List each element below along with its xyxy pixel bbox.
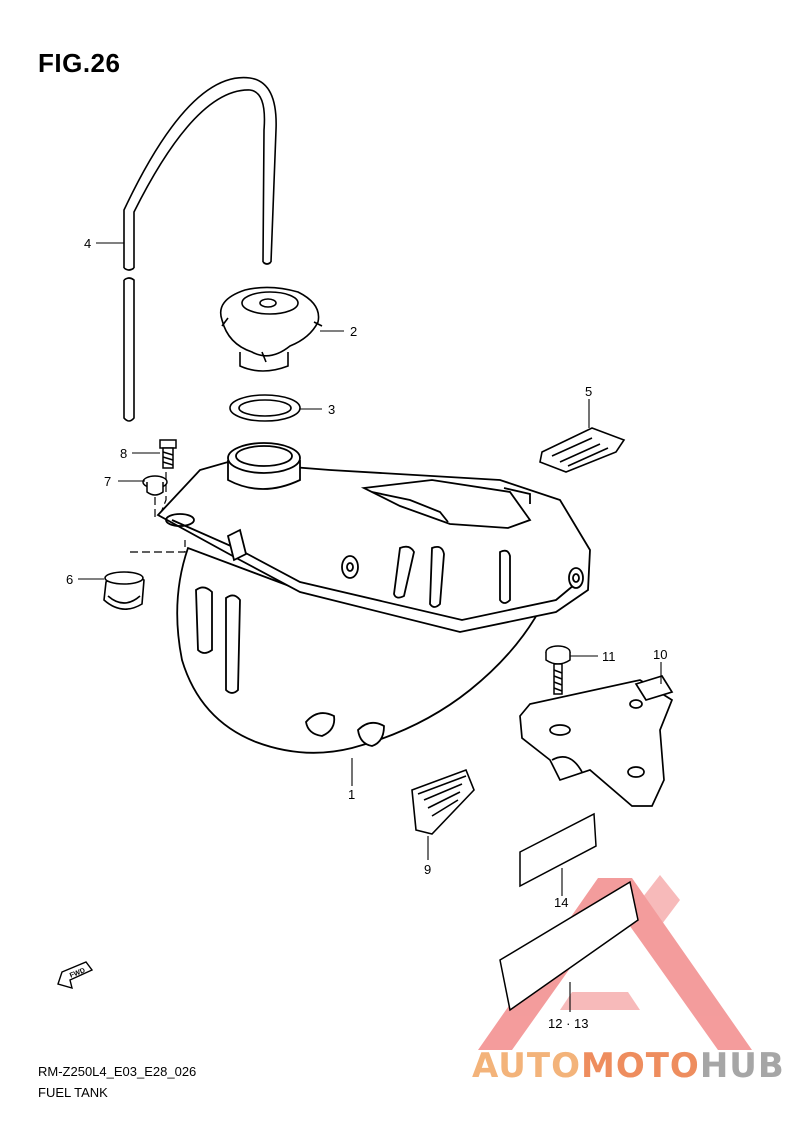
caution-label <box>519 812 597 888</box>
breather-hose <box>123 76 277 422</box>
callout-2: 2 <box>350 324 357 339</box>
callout-7: 7 <box>104 474 111 489</box>
fuel-cap <box>220 286 323 372</box>
model-code: RM-Z250L4_E03_E28_026 <box>38 1064 197 1079</box>
cushion-rubber <box>103 571 145 610</box>
rubber-cushion <box>411 768 475 835</box>
callout-11: 11 <box>602 649 616 664</box>
callout-10: 10 <box>653 647 667 662</box>
watermark-part2: MOTO <box>580 1046 700 1086</box>
callout-3: 3 <box>328 402 335 417</box>
callout-1: 1 <box>348 787 355 802</box>
section-name: FUEL TANK <box>38 1085 108 1100</box>
tank-bracket <box>519 674 674 807</box>
bracket-bolt <box>545 645 571 695</box>
callout-leaders <box>78 242 662 1012</box>
forward-arrow-icon: FWD <box>57 961 94 990</box>
o-ring-gasket <box>229 394 301 422</box>
watermark-logo: AUTOMOTOHUB <box>472 1046 785 1086</box>
callout-8: 8 <box>120 446 127 461</box>
callout-14: 14 <box>554 895 568 910</box>
callout-6: 6 <box>66 572 73 587</box>
callout-4: 4 <box>84 236 91 251</box>
fuel-tank <box>156 442 591 754</box>
watermark-triangle-icon <box>478 875 752 1050</box>
callout-9: 9 <box>424 862 431 877</box>
callout-12-13: 12 · 13 <box>548 1016 588 1031</box>
figure-title: FIG.26 <box>38 48 121 78</box>
watermark-part1: AUTO <box>472 1046 581 1086</box>
mounting-bolt <box>159 439 177 469</box>
tank-strap <box>539 427 626 473</box>
watermark-part3: HUB <box>699 1046 785 1086</box>
decal-set <box>499 880 639 1012</box>
collar <box>142 475 168 496</box>
callout-5: 5 <box>585 384 592 399</box>
